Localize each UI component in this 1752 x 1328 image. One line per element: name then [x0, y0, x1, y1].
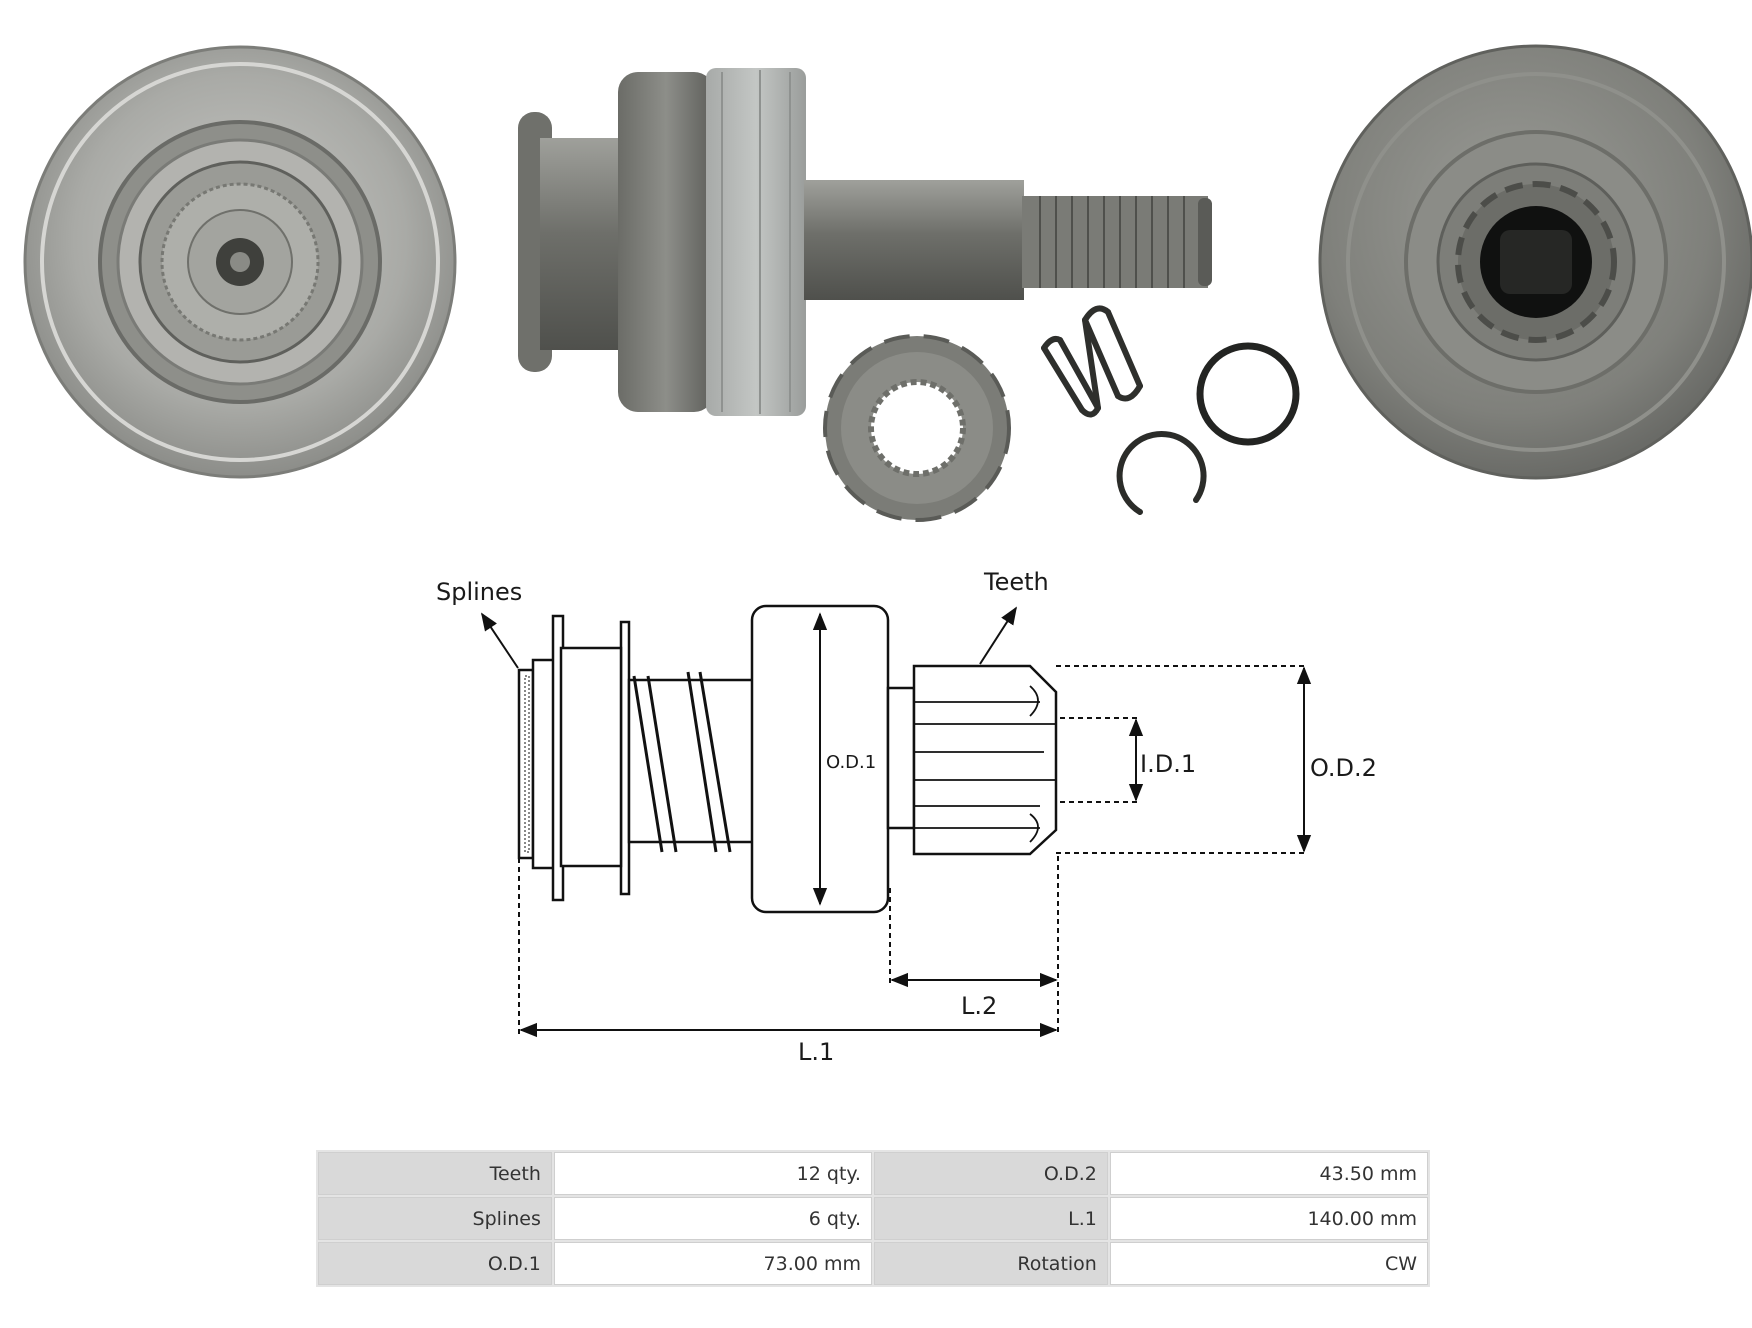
product-photos — [23, 44, 1752, 522]
l2-label: L.2 — [961, 992, 997, 1020]
spec-value: 43.50 mm — [1109, 1152, 1428, 1195]
spec-key: Splines — [318, 1197, 552, 1240]
pinion-gear — [823, 334, 1011, 522]
o-ring — [1196, 342, 1300, 446]
side-view-photo — [518, 68, 1300, 522]
spec-key: O.D.2 — [873, 1152, 1108, 1195]
spec-value: 12 qty. — [553, 1152, 872, 1195]
pinion — [912, 664, 1058, 856]
dimension-diagram: Splines Teeth O.D.1 I.D.1 O.D.2 L.2 L.1 — [436, 568, 1377, 1066]
teeth-label: Teeth — [983, 568, 1049, 596]
retaining-clip — [1116, 430, 1207, 515]
table-row: Teeth 12 qty. O.D.2 43.50 mm — [318, 1152, 1428, 1195]
spec-key: Teeth — [318, 1152, 552, 1195]
id1-label: I.D.1 — [1140, 750, 1196, 778]
table-row: O.D.1 73.00 mm Rotation CW — [318, 1242, 1428, 1285]
spec-value: 6 qty. — [553, 1197, 872, 1240]
splines-leader — [481, 612, 519, 669]
rear-face-photo — [23, 45, 457, 479]
spec-key: Rotation — [873, 1242, 1108, 1285]
helix-shaft — [627, 678, 755, 844]
spec-key: O.D.1 — [318, 1242, 552, 1285]
table-row: Splines 6 qty. L.1 140.00 mm — [318, 1197, 1428, 1240]
spring — [1041, 305, 1143, 418]
specs-table: Teeth 12 qty. O.D.2 43.50 mm Splines 6 q… — [316, 1150, 1430, 1287]
spec-value: CW — [1109, 1242, 1428, 1285]
spec-value: 73.00 mm — [553, 1242, 872, 1285]
l1-label: L.1 — [798, 1038, 834, 1066]
front-face-photo — [1318, 44, 1752, 480]
splines-label: Splines — [436, 578, 522, 606]
spec-value: 140.00 mm — [1109, 1197, 1428, 1240]
od2-label: O.D.2 — [1310, 754, 1377, 782]
spec-key: L.1 — [873, 1197, 1108, 1240]
spline-flange — [517, 668, 535, 860]
teeth-leader — [979, 606, 1017, 665]
od1-label: O.D.1 — [826, 752, 876, 773]
